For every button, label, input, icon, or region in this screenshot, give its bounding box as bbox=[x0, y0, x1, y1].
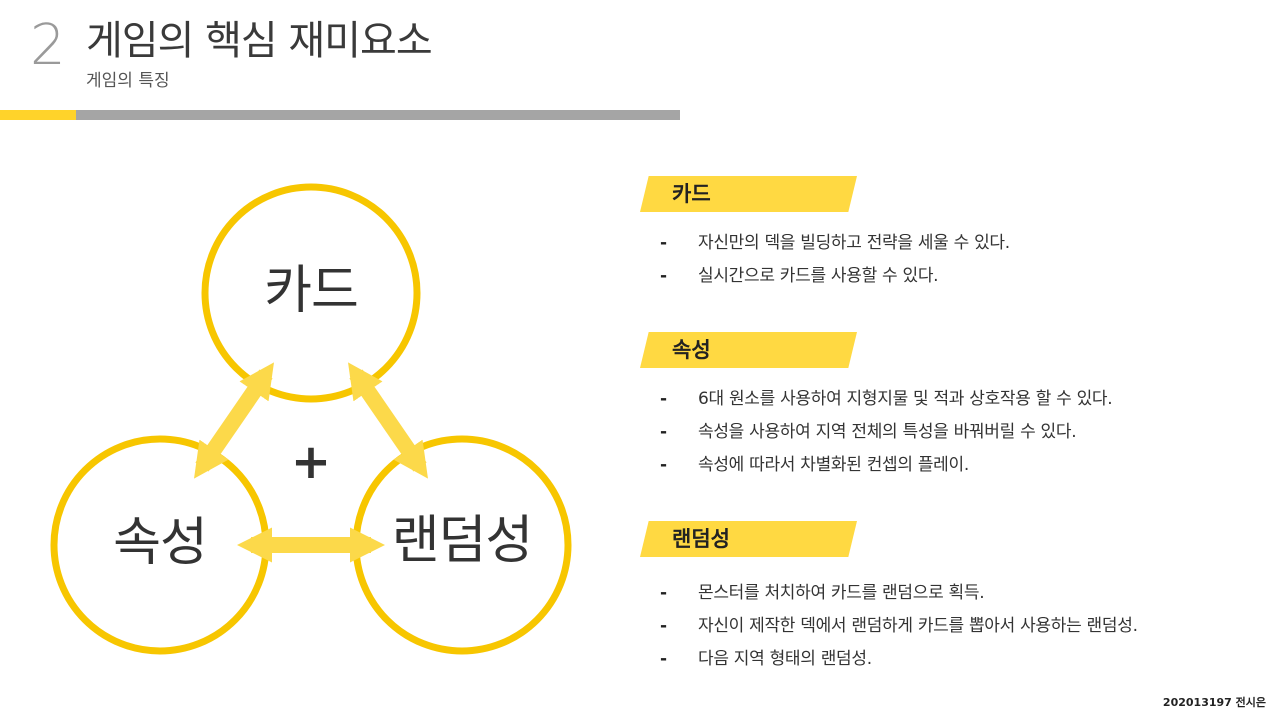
bullet-list-card: - 자신만의 덱을 빌딩하고 전략을 세울 수 있다. - 실시간으로 카드를 사용… bbox=[660, 232, 1010, 298]
arrow-card-random bbox=[348, 362, 428, 479]
diagram-shapes bbox=[50, 183, 572, 655]
section-tag-card: 카드 bbox=[640, 176, 857, 212]
list-item: - 실시간으로 카드를 사용할 수 있다. bbox=[660, 265, 1010, 298]
list-item: - 속성에 따라서 차별화된 컨셉의 플레이. bbox=[660, 454, 1112, 487]
bullet-text: 몬스터를 처치하여 카드를 랜덤으로 획득. bbox=[698, 583, 985, 603]
node-label-card: 카드 bbox=[264, 261, 359, 321]
node-label-attribute: 속성 bbox=[113, 513, 208, 573]
bullet-text: 자신이 제작한 덱에서 랜덤하게 카드를 뽑아서 사용하는 랜덤성. bbox=[698, 616, 1138, 636]
bullet-dash: - bbox=[660, 266, 667, 286]
bullet-text: 속성을 사용하여 지역 전체의 특성을 바꿔버릴 수 있다. bbox=[698, 422, 1077, 442]
bullet-dash: - bbox=[660, 233, 667, 253]
bullet-dash: - bbox=[660, 583, 667, 603]
card-circle bbox=[201, 183, 421, 403]
section-tag-random: 랜덤성 bbox=[640, 521, 857, 557]
bullet-dash: - bbox=[660, 649, 667, 669]
node-label-random: 랜덤성 bbox=[391, 511, 534, 571]
list-item: - 자신이 제작한 덱에서 랜덤하게 카드를 뽑아서 사용하는 랜덤성. bbox=[660, 615, 1138, 648]
list-item: - 자신만의 덱을 빌딩하고 전략을 세울 수 있다. bbox=[660, 232, 1010, 265]
bullet-dash: - bbox=[660, 616, 667, 636]
list-item: - 속성을 사용하여 지역 전체의 특성을 바꿔버릴 수 있다. bbox=[660, 421, 1112, 454]
slide-number: 2 bbox=[30, 13, 66, 78]
bullet-dash: - bbox=[660, 389, 667, 409]
title-divider-bar bbox=[76, 110, 680, 120]
title-accent-bar bbox=[0, 110, 76, 120]
list-item: - 6대 원소를 사용하여 지형지물 및 적과 상호작용 할 수 있다. bbox=[660, 388, 1113, 421]
bullet-dash: - bbox=[660, 422, 667, 442]
bullet-text: 속성에 따라서 차별화된 컨셉의 플레이. bbox=[698, 455, 969, 475]
plus-symbol: + bbox=[290, 434, 332, 490]
bullet-dash: - bbox=[660, 455, 667, 475]
bullet-list-attribute: - 6대 원소를 사용하여 지형지물 및 적과 상호작용 할 수 있다. - 속성을… bbox=[660, 388, 1113, 487]
bullet-text: 실시간으로 카드를 사용할 수 있다. bbox=[698, 266, 939, 286]
bullet-text: 6대 원소를 사용하여 지형지물 및 적과 상호작용 할 수 있다. bbox=[698, 389, 1113, 409]
section-title-card: 카드 bbox=[672, 182, 711, 206]
section-tag-attribute: 속성 bbox=[640, 332, 857, 368]
slide-subtitle: 게임의 특징 bbox=[86, 71, 170, 91]
arrow-card-attribute bbox=[194, 362, 274, 479]
list-item: - 다음 지역 형태의 랜덤성. bbox=[660, 648, 1138, 681]
bullet-list-random: - 몬스터를 처치하여 카드를 랜덤으로 획득. - 자신이 제작한 덱에서 랜덤하… bbox=[660, 582, 1138, 681]
slide-title: 게임의 핵심 재미요소 bbox=[86, 18, 433, 64]
concept-diagram: 카드 속성 랜덤성 + bbox=[0, 0, 620, 720]
bullet-text: 다음 지역 형태의 랜덤성. bbox=[698, 649, 872, 669]
list-item: - 몬스터를 처치하여 카드를 랜덤으로 획득. bbox=[660, 582, 1138, 615]
bullet-text: 자신만의 덱을 빌딩하고 전략을 세울 수 있다. bbox=[698, 233, 1010, 253]
section-title-random: 랜덤성 bbox=[672, 527, 730, 551]
author-footer: 202013197 전시은 bbox=[1162, 696, 1266, 709]
section-title-attribute: 속성 bbox=[672, 338, 711, 362]
